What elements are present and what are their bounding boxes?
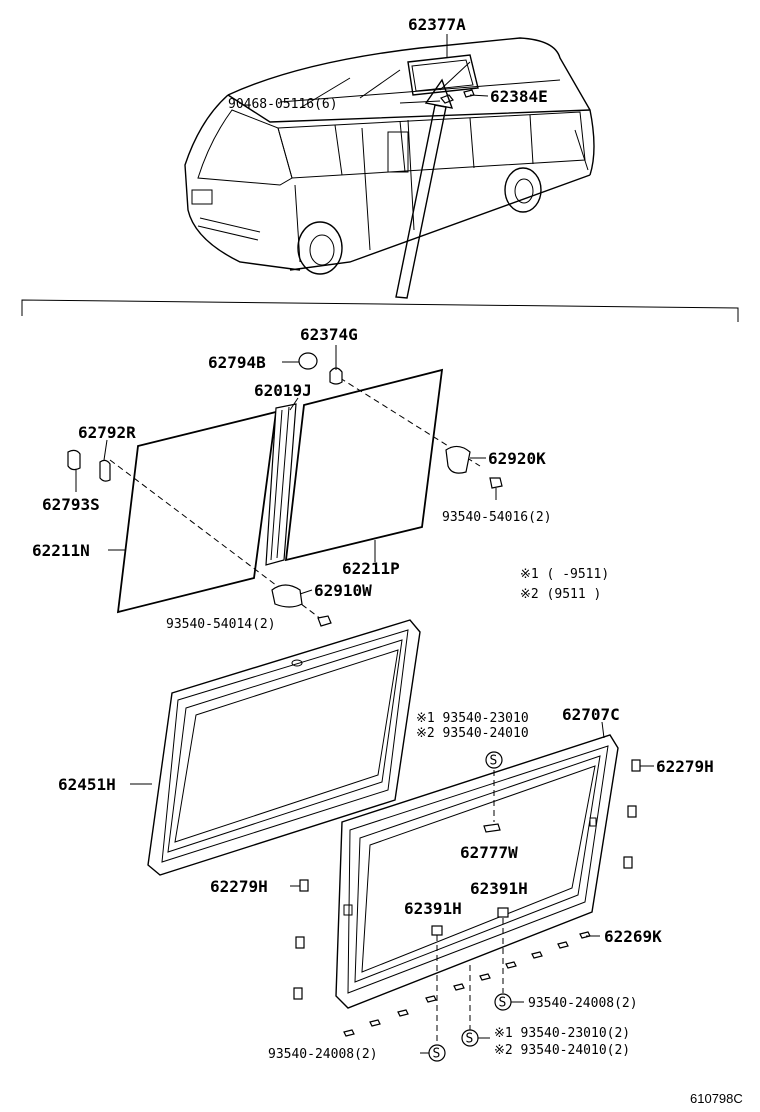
label-note1-bottom: ※1 93540-23010(2) (494, 1026, 630, 1041)
screw-symbol-2: S (433, 1047, 441, 1062)
label-90468: 90468-05116(6) (228, 97, 338, 112)
label-62211N: 62211N (32, 541, 90, 560)
label-62211P: 62211P (342, 559, 400, 578)
part-labels: 62377A 90468-05116(6) 62384E 62374G 6279… (32, 15, 743, 1106)
section-arrow (395, 104, 447, 299)
frame-62451H (130, 619, 421, 876)
label-note2-s: ※2 93540-24010 (416, 726, 529, 741)
stopper-62920K (445, 445, 471, 474)
clip-62792R (99, 459, 111, 482)
frame-62707C (335, 721, 619, 1009)
van-illustration (184, 34, 595, 299)
label-62279H-left: 62279H (210, 877, 268, 896)
clip-62777W (483, 823, 501, 833)
label-note1-s: ※1 93540-23010 (416, 711, 529, 726)
section-bracket (21, 299, 739, 322)
label-93540-54014: 93540-54014(2) (166, 617, 276, 632)
pads-62269K (343, 931, 591, 1037)
label-62391H-a: 62391H (404, 899, 462, 918)
legend-row-2: ※2 (9511 ) (520, 587, 601, 602)
label-62384E: 62384E (490, 87, 548, 106)
clip-62384E (463, 89, 475, 98)
label-62391H-b: 62391H (470, 879, 528, 898)
label-93540-24008-right: 93540-24008(2) (528, 996, 638, 1011)
label-62910W: 62910W (314, 581, 372, 600)
block-62391H-a (431, 925, 443, 936)
glass-assembly (67, 345, 503, 627)
label-62377A: 62377A (408, 15, 466, 34)
latch-62910W (271, 584, 303, 608)
label-93540-24008-left: 93540-24008(2) (268, 1047, 378, 1062)
rear-window-frame-62377A (407, 54, 479, 96)
clips-and-blocks (290, 759, 654, 1037)
label-62451H: 62451H (58, 775, 116, 794)
knob-62794B (298, 352, 318, 370)
screw-93540-54014 (317, 615, 332, 627)
label-62707C: 62707C (562, 705, 620, 724)
label-62279H-top: 62279H (656, 757, 714, 776)
label-93540-54016: 93540-54016(2) (442, 510, 552, 525)
label-62777W: 62777W (460, 843, 518, 862)
reference-code: 610798C (690, 1091, 743, 1106)
spacer-62793S (67, 449, 81, 471)
label-62920K: 62920K (488, 449, 546, 468)
screw-symbol-4: S (466, 1032, 474, 1047)
label-note2-bottom: ※2 93540-24010(2) (494, 1043, 630, 1058)
block-62391H-b (497, 907, 509, 918)
label-62793S: 62793S (42, 495, 100, 514)
label-62374G: 62374G (300, 325, 358, 344)
screw-93540-54016 (489, 477, 503, 489)
glass-62211N (116, 410, 278, 614)
label-62794B: 62794B (208, 353, 266, 372)
label-62269K: 62269K (604, 927, 662, 946)
screw-symbol-3: S (499, 996, 507, 1011)
screw-leaders (420, 751, 524, 1062)
clip-62374G (329, 367, 343, 385)
legend-row-1: ※1 ( -9511) (520, 567, 609, 582)
label-62792R: 62792R (78, 423, 136, 442)
screw-symbol-1: S (490, 754, 498, 769)
label-62019J: 62019J (254, 381, 312, 400)
bolt-90468 (440, 94, 454, 104)
